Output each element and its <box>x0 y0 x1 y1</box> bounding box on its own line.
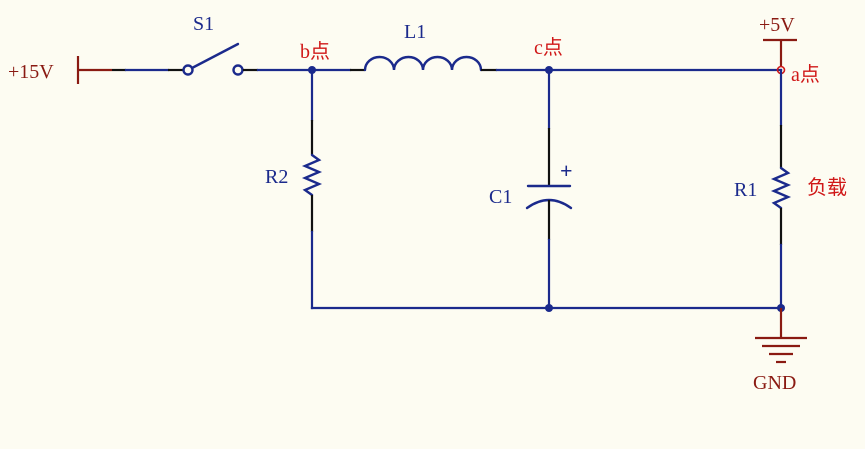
resistor-r2 <box>301 153 323 197</box>
resistor-r1 <box>770 166 792 210</box>
switch-s1 <box>182 42 244 76</box>
vin-port <box>76 56 112 84</box>
node-b-label: b点 <box>300 40 330 63</box>
bottom-c-junction <box>545 304 553 312</box>
node-a-label: a点 <box>791 63 820 86</box>
resistor-r2-label: R2 <box>265 166 288 188</box>
vout-port <box>763 38 797 66</box>
capacitor-polarity: + <box>560 158 573 183</box>
inductor-l1 <box>363 55 483 72</box>
inductor-label: L1 <box>404 21 426 43</box>
switch-label: S1 <box>193 13 214 35</box>
load-label: 负载 <box>807 176 847 199</box>
node-c-label: c点 <box>534 36 563 59</box>
vout-label: +5V <box>759 14 795 36</box>
capacitor-label: C1 <box>489 186 512 208</box>
resistor-r1-label: R1 <box>734 179 757 201</box>
gnd-label: GND <box>753 372 796 394</box>
vin-label: +15V <box>8 61 54 83</box>
ground-symbol <box>755 308 807 364</box>
